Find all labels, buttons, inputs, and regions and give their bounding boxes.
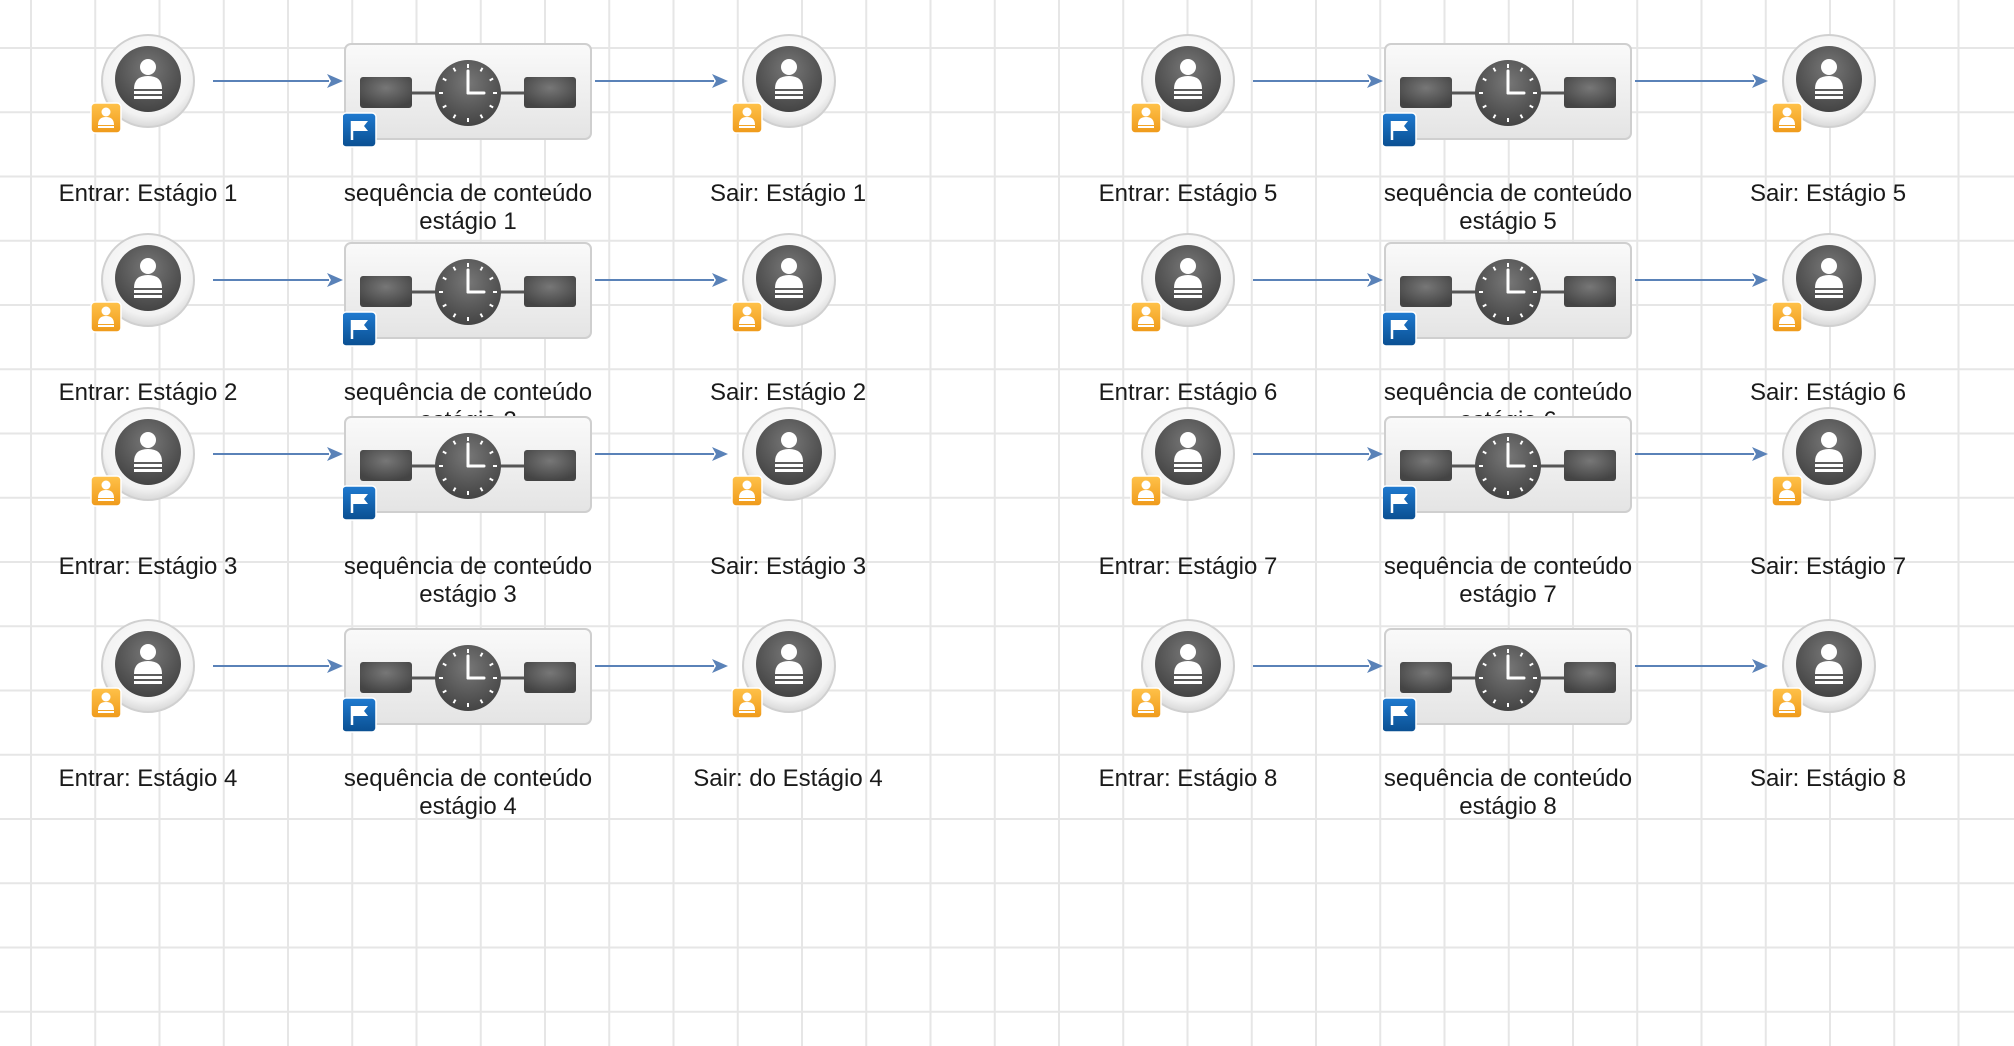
person-badge-icon xyxy=(731,301,763,333)
flag-icon xyxy=(1381,112,1417,148)
content-sequence-node[interactable] xyxy=(1381,42,1633,167)
sequence-node-label: sequência de conteúdo estágio 1 xyxy=(343,180,593,235)
flag-icon xyxy=(341,485,377,521)
content-sequence-node[interactable] xyxy=(341,241,593,366)
exit-node-label: Sair: Estágio 1 xyxy=(709,180,867,207)
clock-icon xyxy=(435,60,501,126)
content-sequence-node[interactable] xyxy=(1381,241,1633,366)
person-badge-icon xyxy=(1771,687,1803,719)
entry-node[interactable] xyxy=(89,232,211,354)
person-badge-icon xyxy=(90,475,122,507)
content-sequence-node[interactable] xyxy=(341,415,593,540)
entry-node[interactable] xyxy=(89,618,211,740)
entry-node-label: Entrar: Estágio 7 xyxy=(1098,553,1278,580)
exit-node-label: Sair: Estágio 6 xyxy=(1749,379,1907,406)
exit-node-label: Sair: Estágio 7 xyxy=(1749,553,1907,580)
person-badge-icon xyxy=(1130,102,1162,134)
content-sequence-node[interactable] xyxy=(341,627,593,752)
entry-node-label: Entrar: Estágio 8 xyxy=(1098,765,1278,792)
person-badge-icon xyxy=(1771,475,1803,507)
person-badge-icon xyxy=(90,102,122,134)
flag-icon xyxy=(1381,485,1417,521)
exit-node[interactable] xyxy=(730,232,852,354)
person-badge-icon xyxy=(1771,102,1803,134)
exit-node-label: Sair: do Estágio 4 xyxy=(693,765,883,792)
sequence-node-label: sequência de conteúdo estágio 7 xyxy=(1383,553,1633,608)
entry-node-label: Entrar: Estágio 3 xyxy=(58,553,238,580)
exit-node[interactable] xyxy=(730,33,852,155)
person-badge-icon xyxy=(731,475,763,507)
person-badge-icon xyxy=(731,687,763,719)
exit-node[interactable] xyxy=(730,406,852,528)
clock-icon xyxy=(435,645,501,711)
person-badge-icon xyxy=(90,687,122,719)
entry-node-label: Entrar: Estágio 5 xyxy=(1098,180,1278,207)
entry-node[interactable] xyxy=(1129,618,1251,740)
entry-node-label: Entrar: Estágio 1 xyxy=(58,180,238,207)
clock-icon xyxy=(435,433,501,499)
exit-node-label: Sair: Estágio 5 xyxy=(1749,180,1907,207)
exit-node-label: Sair: Estágio 3 xyxy=(709,553,867,580)
exit-node[interactable] xyxy=(1770,33,1892,155)
person-badge-icon xyxy=(1130,475,1162,507)
content-sequence-node[interactable] xyxy=(341,42,593,167)
person-badge-icon xyxy=(90,301,122,333)
entry-node[interactable] xyxy=(1129,406,1251,528)
content-sequence-node[interactable] xyxy=(1381,415,1633,540)
person-badge-icon xyxy=(1130,301,1162,333)
sequence-node-label: sequência de conteúdo estágio 3 xyxy=(343,553,593,608)
exit-node[interactable] xyxy=(730,618,852,740)
clock-icon xyxy=(1475,259,1541,325)
entry-node-label: Entrar: Estágio 2 xyxy=(58,379,238,406)
exit-node-label: Sair: Estágio 8 xyxy=(1749,765,1907,792)
clock-icon xyxy=(435,259,501,325)
entry-node[interactable] xyxy=(89,33,211,155)
exit-node[interactable] xyxy=(1770,232,1892,354)
sequence-node-label: sequência de conteúdo estágio 5 xyxy=(1383,180,1633,235)
exit-node[interactable] xyxy=(1770,406,1892,528)
sequence-node-label: sequência de conteúdo estágio 4 xyxy=(343,765,593,820)
entry-node-label: Entrar: Estágio 6 xyxy=(1098,379,1278,406)
flag-icon xyxy=(341,697,377,733)
person-badge-icon xyxy=(731,102,763,134)
clock-icon xyxy=(1475,60,1541,126)
clock-icon xyxy=(1475,645,1541,711)
entry-node[interactable] xyxy=(89,406,211,528)
entry-node[interactable] xyxy=(1129,33,1251,155)
person-badge-icon xyxy=(1130,687,1162,719)
exit-node-label: Sair: Estágio 2 xyxy=(709,379,867,406)
sequence-node-label: sequência de conteúdo estágio 8 xyxy=(1383,765,1633,820)
person-badge-icon xyxy=(1771,301,1803,333)
entry-node[interactable] xyxy=(1129,232,1251,354)
content-sequence-node[interactable] xyxy=(1381,627,1633,752)
entry-node-label: Entrar: Estágio 4 xyxy=(58,765,238,792)
clock-icon xyxy=(1475,433,1541,499)
exit-node[interactable] xyxy=(1770,618,1892,740)
